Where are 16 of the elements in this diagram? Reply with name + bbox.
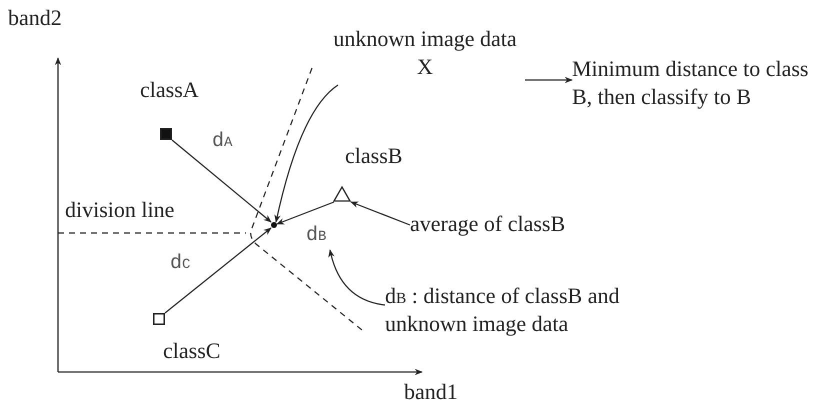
note-text: Minimum distance to class B, then classify to B [572,55,810,110]
leader-arrow [328,249,386,306]
line-label: division line [65,196,174,224]
distance-arrow [164,228,272,314]
distance-arrow [276,201,334,225]
distance-arrow [172,140,272,222]
leader-arrow [525,76,573,84]
callout-text: average of classB [410,210,566,238]
callout-text: unknown image data X [332,25,518,80]
leader-arrow [274,84,338,223]
leader-arrow [350,201,410,226]
axis-label: band2 [8,4,62,32]
class-label: classA [140,76,199,104]
axis-label: band1 [404,378,458,406]
class-label: classC [163,337,220,364]
class-label: classB [345,142,402,170]
